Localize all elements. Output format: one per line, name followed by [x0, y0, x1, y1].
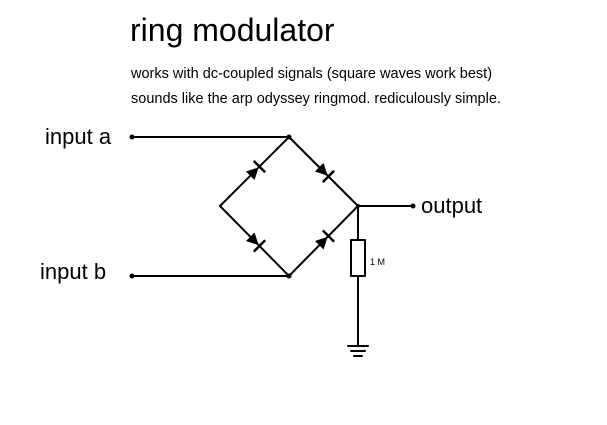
terminal-dot-input-b [129, 273, 135, 279]
junction-top-node [286, 134, 292, 140]
resistor-value-label: 1 M [370, 257, 386, 267]
diode-lower-left-icon [246, 232, 266, 253]
diode-upper-left-icon [246, 160, 266, 180]
description-line-2: sounds like the arp odyssey ringmod. red… [131, 91, 501, 107]
terminal-dot-output [410, 203, 416, 209]
junction-output-node [356, 204, 360, 208]
page-title: ring modulator [130, 12, 335, 48]
resistor-icon [350, 239, 366, 277]
terminal-dot-input-a [129, 134, 135, 140]
label-input-a: input a [45, 124, 112, 149]
ground-icon [347, 345, 369, 357]
junction-bottom-node [286, 273, 292, 279]
label-output: output [421, 193, 483, 218]
label-input-b: input b [40, 259, 107, 284]
description-line-1: works with dc-coupled signals (square wa… [131, 66, 493, 82]
